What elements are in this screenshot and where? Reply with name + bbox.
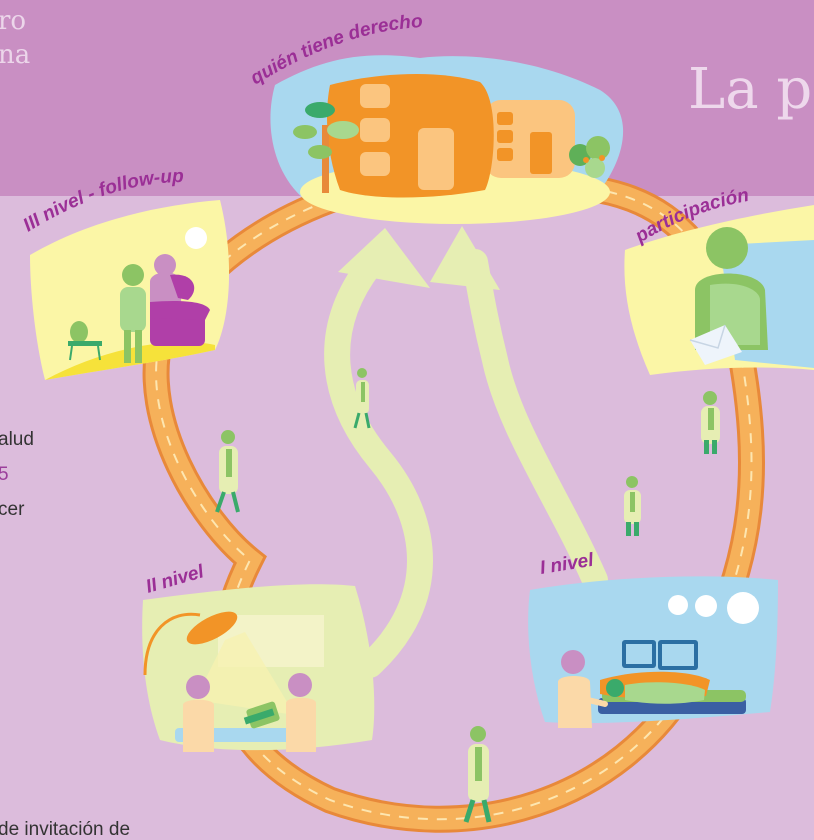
walking-figure-bottom (463, 726, 492, 823)
label-segundo-nivel: II nivel (144, 561, 207, 598)
page-title: La p (688, 57, 813, 122)
corner-text-line1: ro (0, 6, 27, 36)
walking-figure-left (215, 430, 240, 513)
side-text-line3: cer (0, 499, 25, 520)
walking-figure-top (353, 368, 371, 429)
side-text-line2: 5 (0, 464, 9, 485)
side-text-line4: de invitación de (0, 819, 131, 840)
second-level-scene (142, 584, 375, 752)
corner-text-line2: na (0, 40, 31, 70)
left-upward-arrow (324, 228, 433, 678)
right-upward-arrow (430, 226, 608, 593)
side-text-line1: alud (0, 429, 34, 450)
participation-scene (624, 205, 814, 375)
walking-figure-right (624, 476, 641, 536)
top-building-scene (270, 55, 624, 224)
walking-figure-right-top (701, 391, 720, 454)
follow-up-scene (30, 200, 230, 380)
first-level-scene (528, 576, 778, 728)
